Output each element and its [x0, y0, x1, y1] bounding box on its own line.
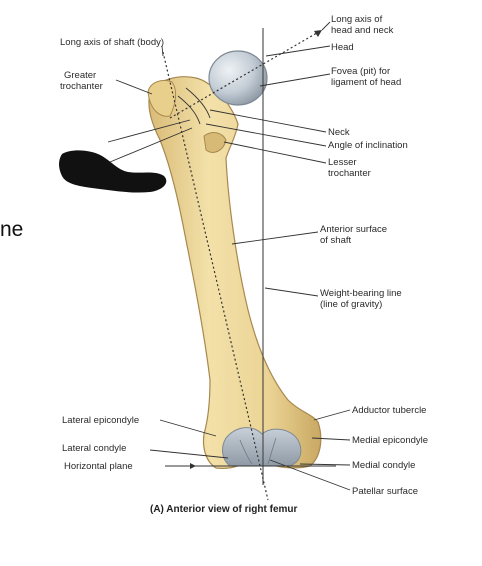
label-fovea-1: Fovea (pit) for	[331, 66, 390, 77]
label-long-axis-shaft: Long axis of shaft (body)	[60, 37, 164, 48]
greater-trochanter-shape	[147, 79, 177, 117]
label-neck: Neck	[328, 127, 350, 138]
figure-caption: (A) Anterior view of right femur	[150, 504, 298, 515]
label-medial-epicondyle: Medial epicondyle	[352, 435, 428, 446]
label-angle-inclination: Angle of inclination	[328, 140, 408, 151]
label-weight-line-1: Weight-bearing line	[320, 288, 402, 299]
label-long-axis-head-neck-1: Long axis of	[331, 14, 383, 25]
label-anterior-surface-1: Anterior surface	[320, 224, 387, 235]
label-lesser-trochanter-1: Lesser	[328, 157, 357, 168]
label-adductor-tubercle: Adductor tubercle	[352, 405, 426, 416]
label-fovea-2: ligament of head	[331, 77, 401, 88]
label-weight-line-2: (line of gravity)	[320, 299, 382, 310]
label-anterior-surface-2: of shaft	[320, 235, 352, 246]
cropped-text-fragment: ne	[0, 218, 23, 241]
label-lesser-trochanter-2: trochanter	[328, 168, 371, 179]
label-horizontal-plane: Horizontal plane	[64, 461, 133, 472]
label-long-axis-head-neck-2: head and neck	[331, 25, 394, 36]
shaft-axis-line	[162, 51, 269, 501]
label-medial-condyle: Medial condyle	[352, 460, 415, 471]
femoral-head	[208, 50, 268, 106]
label-patellar-surface: Patellar surface	[352, 486, 418, 497]
label-greater-trochanter-2: trochanter	[60, 81, 103, 92]
redaction-mark	[59, 150, 167, 193]
lesser-trochanter-shape	[203, 132, 227, 153]
label-head: Head	[331, 42, 354, 53]
label-lateral-epicondyle: Lateral epicondyle	[62, 415, 139, 426]
label-lateral-condyle: Lateral condyle	[62, 443, 126, 454]
label-greater-trochanter-1: Greater	[64, 70, 96, 81]
patellar-surface-shape	[222, 427, 302, 467]
